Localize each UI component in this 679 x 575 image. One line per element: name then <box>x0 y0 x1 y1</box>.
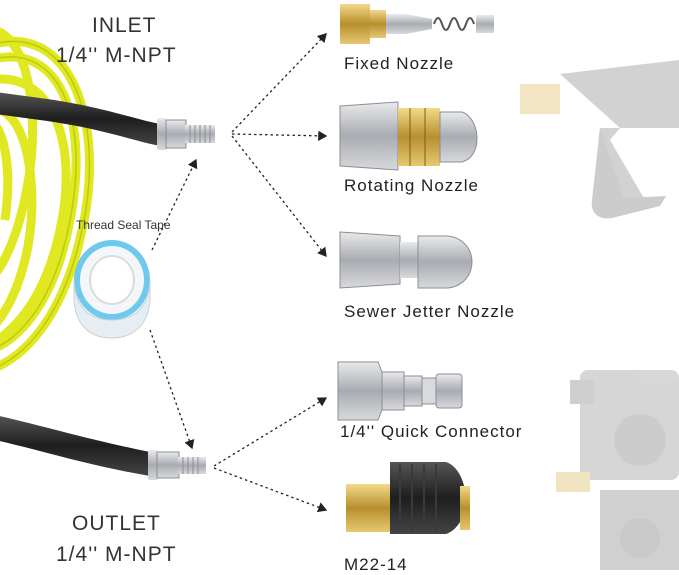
inlet-spec: 1/4'' M-NPT <box>56 44 177 67</box>
fixed-nozzle-image <box>340 4 494 44</box>
rotating-nozzle-image <box>339 101 478 171</box>
outlet-hose-end <box>0 416 206 480</box>
hose-coil-shading <box>0 40 91 367</box>
sewer-jetter-nozzle-image <box>339 231 473 289</box>
inlet-hose-end <box>0 92 215 150</box>
inlet-title: INLET <box>92 14 157 37</box>
m22-14-fitting-image <box>346 462 470 534</box>
product-label-sewer-jetter-nozzle: Sewer Jetter Nozzle <box>344 302 516 321</box>
pressure-washer-gun-image <box>520 60 679 219</box>
outlet-title: OUTLET <box>72 512 161 535</box>
quick-connector-image <box>337 361 463 421</box>
outlet-spec: 1/4'' M-NPT <box>56 543 177 566</box>
connector-arrows <box>149 33 328 513</box>
product-label-fixed-nozzle: Fixed Nozzle <box>344 54 455 73</box>
product-label-rotating-nozzle: Rotating Nozzle <box>344 176 480 195</box>
product-label-m22-14: M22-14 <box>344 555 408 574</box>
yellow-hose-coil <box>0 27 94 371</box>
thread-seal-tape-roll <box>73 240 151 339</box>
thread-seal-tape-label: Thread Seal Tape <box>76 218 171 232</box>
product-label-quick-connector: 1/4'' Quick Connector <box>340 422 523 441</box>
pressure-washer-pump-image <box>556 370 679 570</box>
